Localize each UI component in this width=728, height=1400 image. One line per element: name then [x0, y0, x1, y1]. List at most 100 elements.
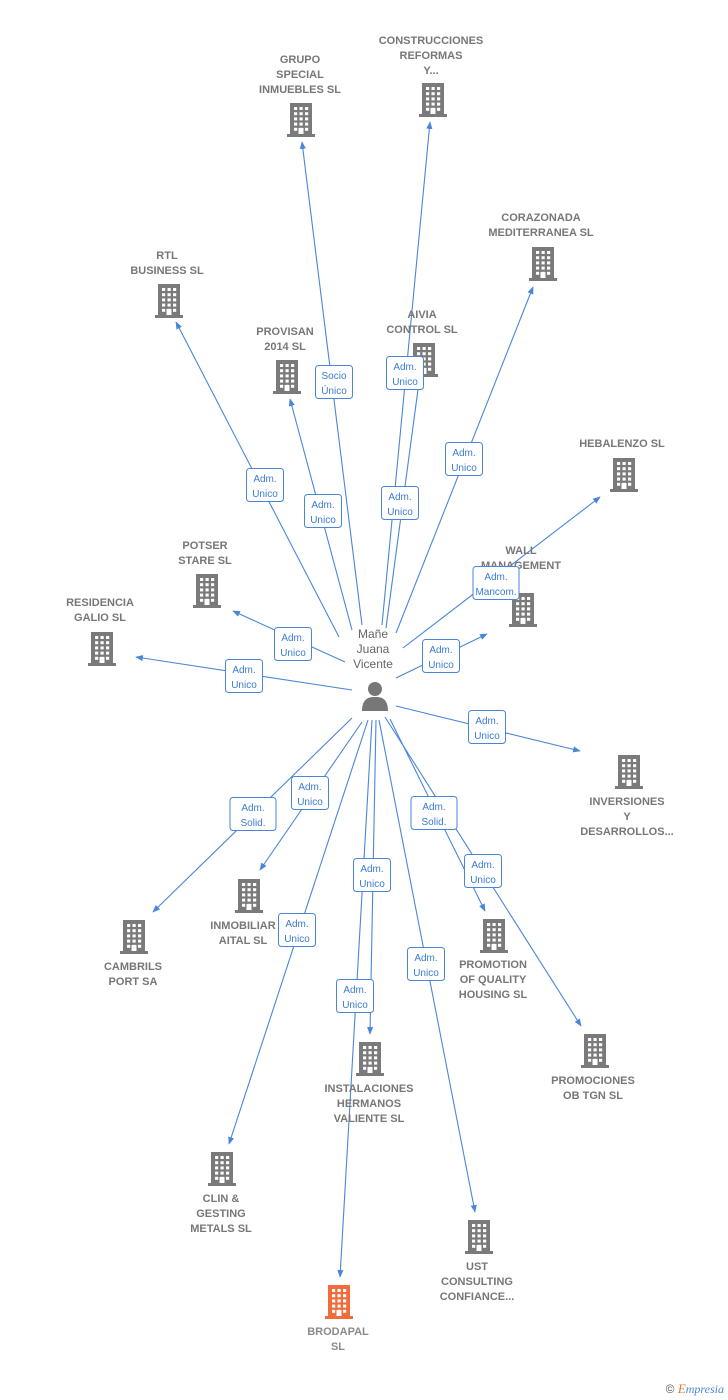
relation-label-instalaciones[interactable]: Adm. Unico [353, 858, 391, 892]
relation-role-text: Adm. [253, 474, 276, 485]
relation-label-inmobiliaria[interactable]: Adm. Unico [291, 776, 329, 810]
relation-role-text: Solid. [421, 817, 446, 828]
relation-label-corazonada[interactable]: Adm.Unico [445, 442, 483, 476]
company-name-line: INSTALACIONES [324, 1083, 413, 1095]
relation-label-box [422, 639, 460, 673]
company-name-line: DESARROLLOS... [580, 826, 674, 838]
relation-label-box [410, 796, 458, 830]
company-name-line: RTL [156, 250, 178, 262]
company-name-line: CORAZONADA [501, 212, 580, 224]
relation-label-box [336, 979, 374, 1013]
relation-label-box [407, 947, 445, 981]
relation-role-text: Adm. [285, 919, 308, 930]
relation-label-residencia[interactable]: Adm.Unico [225, 659, 263, 693]
relation-label-clin[interactable]: Adm.Unico [278, 913, 316, 947]
company-name-line: HERMANOS [337, 1098, 401, 1110]
company-name-line: GALIO SL [74, 612, 126, 624]
company-name-line: INVERSIONES [589, 796, 664, 808]
relation-role-text: Unico [310, 515, 336, 526]
building-icon [356, 1042, 384, 1076]
building-icon [615, 755, 643, 789]
relation-role-text: Adm. [298, 782, 321, 793]
building-icon [287, 103, 315, 137]
company-name-line: CONSTRUCCIONES [379, 35, 484, 47]
company-node-hebalenzo[interactable]: HEBALENZO SL [579, 438, 665, 492]
company-name-line: OB TGN SL [563, 1090, 623, 1102]
company-node-residencia[interactable]: RESIDENCIA GALIO SL [66, 597, 134, 666]
company-name-line: CLIN & [203, 1193, 240, 1205]
company-name-line: HEBALENZO SL [579, 438, 665, 450]
relation-label-ust[interactable]: Adm.Unico [407, 947, 445, 981]
company-name-line: VALIENTE SL [334, 1113, 405, 1125]
relation-label-wall[interactable]: Adm.Unico [422, 639, 460, 673]
relation-role-text: Adm. [281, 633, 304, 644]
building-icon [193, 574, 221, 608]
relation-label-box [229, 797, 277, 831]
company-name-line: SL [331, 1341, 345, 1353]
footer-credit: © Empresia [666, 1381, 724, 1397]
company-name-line: Y... [423, 65, 438, 77]
company-node-brodapal[interactable]: BRODAPAL SL [307, 1285, 369, 1353]
relation-role-text: Unico [252, 489, 278, 500]
company-node-ust[interactable]: USTCONSULTINGCONFIANCE... [440, 1220, 515, 1303]
company-name-line: BUSINESS SL [130, 265, 204, 277]
relation-label-promotion[interactable]: Adm.Solid. [410, 796, 458, 830]
relation-label-hebalenzo[interactable]: Adm.Mancom. [472, 566, 520, 600]
relation-label-box [291, 776, 329, 810]
relation-label-box [386, 356, 424, 390]
company-node-inversiones[interactable]: INVERSIONES Y DESARROLLOS... [580, 755, 674, 838]
person-icon-head [368, 682, 382, 696]
relation-role-text: Unico [359, 879, 385, 890]
company-name-line: REFORMAS [400, 50, 463, 62]
relation-role-text: Adm. [475, 716, 498, 727]
relation-label-potser[interactable]: Adm.Unico [274, 627, 312, 661]
relation-label-brodapal[interactable]: Adm.Unico [336, 979, 374, 1013]
company-name-line: BRODAPAL [307, 1326, 369, 1338]
building-icon [581, 1034, 609, 1068]
building-icon [120, 920, 148, 954]
relation-label-inversiones[interactable]: Adm.Unico [468, 710, 506, 744]
company-name-line: RESIDENCIA [66, 597, 134, 609]
relation-role-text: Mancom. [475, 587, 516, 598]
company-name-line: GRUPO [280, 54, 321, 66]
copyright-symbol: © [665, 1382, 675, 1396]
company-name-line: INMOBILIAR [210, 920, 275, 932]
company-node-construcciones[interactable]: CONSTRUCCIONES REFORMAS Y... [379, 35, 484, 117]
relation-role-text: Unico [297, 797, 323, 808]
relation-label-box [225, 659, 263, 693]
company-node-instalaciones[interactable]: INSTALACIONES HERMANOS VALIENTE SL [324, 1042, 414, 1125]
relation-label-promociones[interactable]: Adm.Unico [464, 854, 502, 888]
building-icon [419, 83, 447, 117]
company-node-rtl[interactable]: RTL BUSINESS SL [130, 250, 204, 318]
relation-label-construcciones[interactable]: Adm.Unico [386, 356, 424, 390]
relation-role-text: Adm. [360, 864, 383, 875]
company-name-line: Y [623, 811, 631, 823]
building-icon [465, 1220, 493, 1254]
building-icon [610, 458, 638, 492]
relation-label-provisan[interactable]: Adm.Unico [304, 494, 342, 528]
relation-label-cambrils[interactable]: Adm.Solid. [229, 797, 277, 831]
relation-label-box [464, 854, 502, 888]
relation-label-box [445, 442, 483, 476]
relation-role-text: Unico [392, 377, 418, 388]
relation-label-rtl[interactable]: Adm. Unico [246, 468, 284, 502]
person-name-line: Mañe [358, 627, 388, 641]
relation-label-aivia[interactable]: Adm.Unico [381, 486, 419, 520]
person-name-line: Vicente [353, 657, 393, 671]
person-name-line: Juana [357, 642, 390, 656]
relation-role-text: Unico [470, 875, 496, 886]
relation-role-text: Unico [451, 463, 477, 474]
company-name-line: 2014 SL [264, 341, 306, 353]
